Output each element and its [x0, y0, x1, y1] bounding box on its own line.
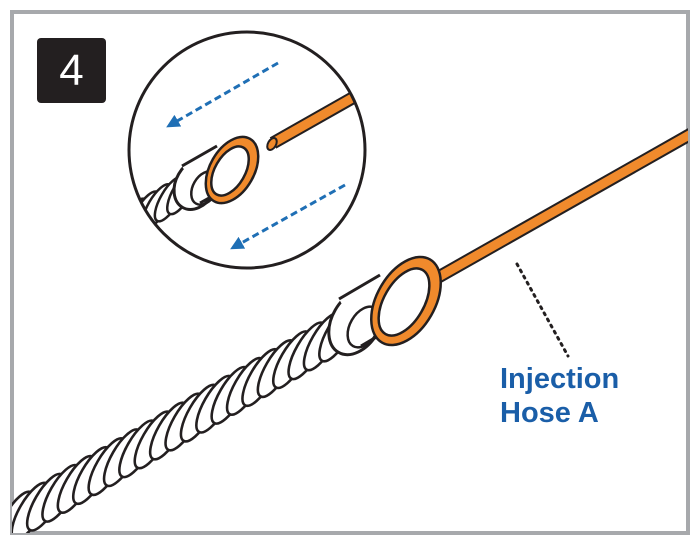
step-number-badge: 4 [37, 38, 106, 103]
insert-arrow-icon [166, 61, 279, 128]
orange-washer-icon [370, 255, 442, 347]
insert-arrow-icon [230, 183, 346, 250]
injection-hose [401, 128, 688, 302]
corrugated-tube-icon [12, 303, 358, 533]
injection-hose-label: Injection Hose A [500, 362, 619, 430]
label-line-1: Injection [500, 363, 620, 395]
label-line-2: Hose A [500, 397, 599, 429]
